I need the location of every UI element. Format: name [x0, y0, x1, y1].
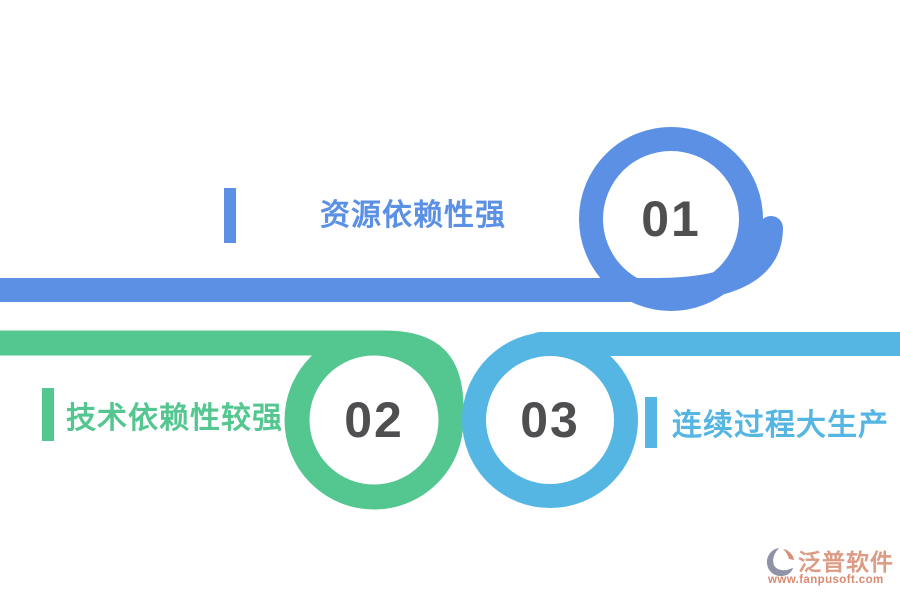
- section-03-ribbon: [462, 332, 900, 508]
- step-circle-02: [284, 330, 464, 510]
- section-01-ribbon: [0, 127, 783, 311]
- step-number-03: 03: [520, 392, 580, 448]
- fanpu-swirl-icon: [766, 547, 795, 577]
- step-circle-03: [462, 332, 638, 508]
- section-02-ribbon: [0, 330, 464, 510]
- section-label-1: 资源依赖性强: [320, 199, 506, 232]
- accent-bar-3: [645, 397, 657, 448]
- step-circle-01: [579, 127, 763, 311]
- section-label-3: 连续过程大生产: [672, 409, 889, 442]
- step-number-01: 01: [641, 191, 701, 247]
- section-label-2: 技术依赖性较强: [66, 402, 283, 435]
- fanpu-swirl-accent: [782, 548, 795, 561]
- brand-website: www.fanpusoft.com: [768, 574, 884, 586]
- accent-bar-1: [224, 188, 236, 243]
- fanpu-swirl-body: [766, 547, 794, 577]
- brand-footer: 泛普软件 www.fanpusoft.com: [766, 545, 900, 595]
- accent-bar-2: [42, 388, 54, 441]
- step-number-02: 02: [344, 392, 404, 448]
- brand-name: 泛普软件: [798, 549, 894, 575]
